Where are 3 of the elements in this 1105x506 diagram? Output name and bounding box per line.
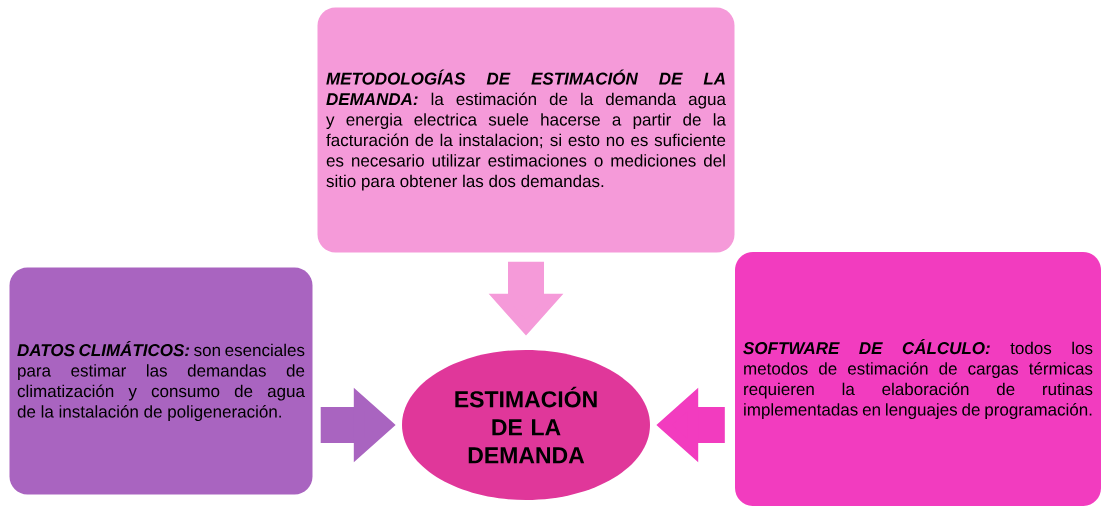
- text-box: METODOLOGÍAS DE ESTIMACIÓN DE LA DEMANDA: la estimación de la demanda agua y energia electrica suele hacerse a partir de la facturación de la instalacion; si esto no es suficiente es necesario utilizar estimaciones o mediciones del sitio para obtener las dos demandas.: [317, 7, 735, 253]
- text-box: SOFTWARE DE CÁLCULO: todos los metodos de estimación de cargas térmicas requieren la elaboración de rutinas implementadas en lenguajes de programación.: [735, 252, 1101, 506]
- text-box: DATOS CLIMÁTICOS: son esenciales para estimar las demandas de climatización y consumo de agua de la instalación de poligeneración.: [9, 267, 313, 495]
